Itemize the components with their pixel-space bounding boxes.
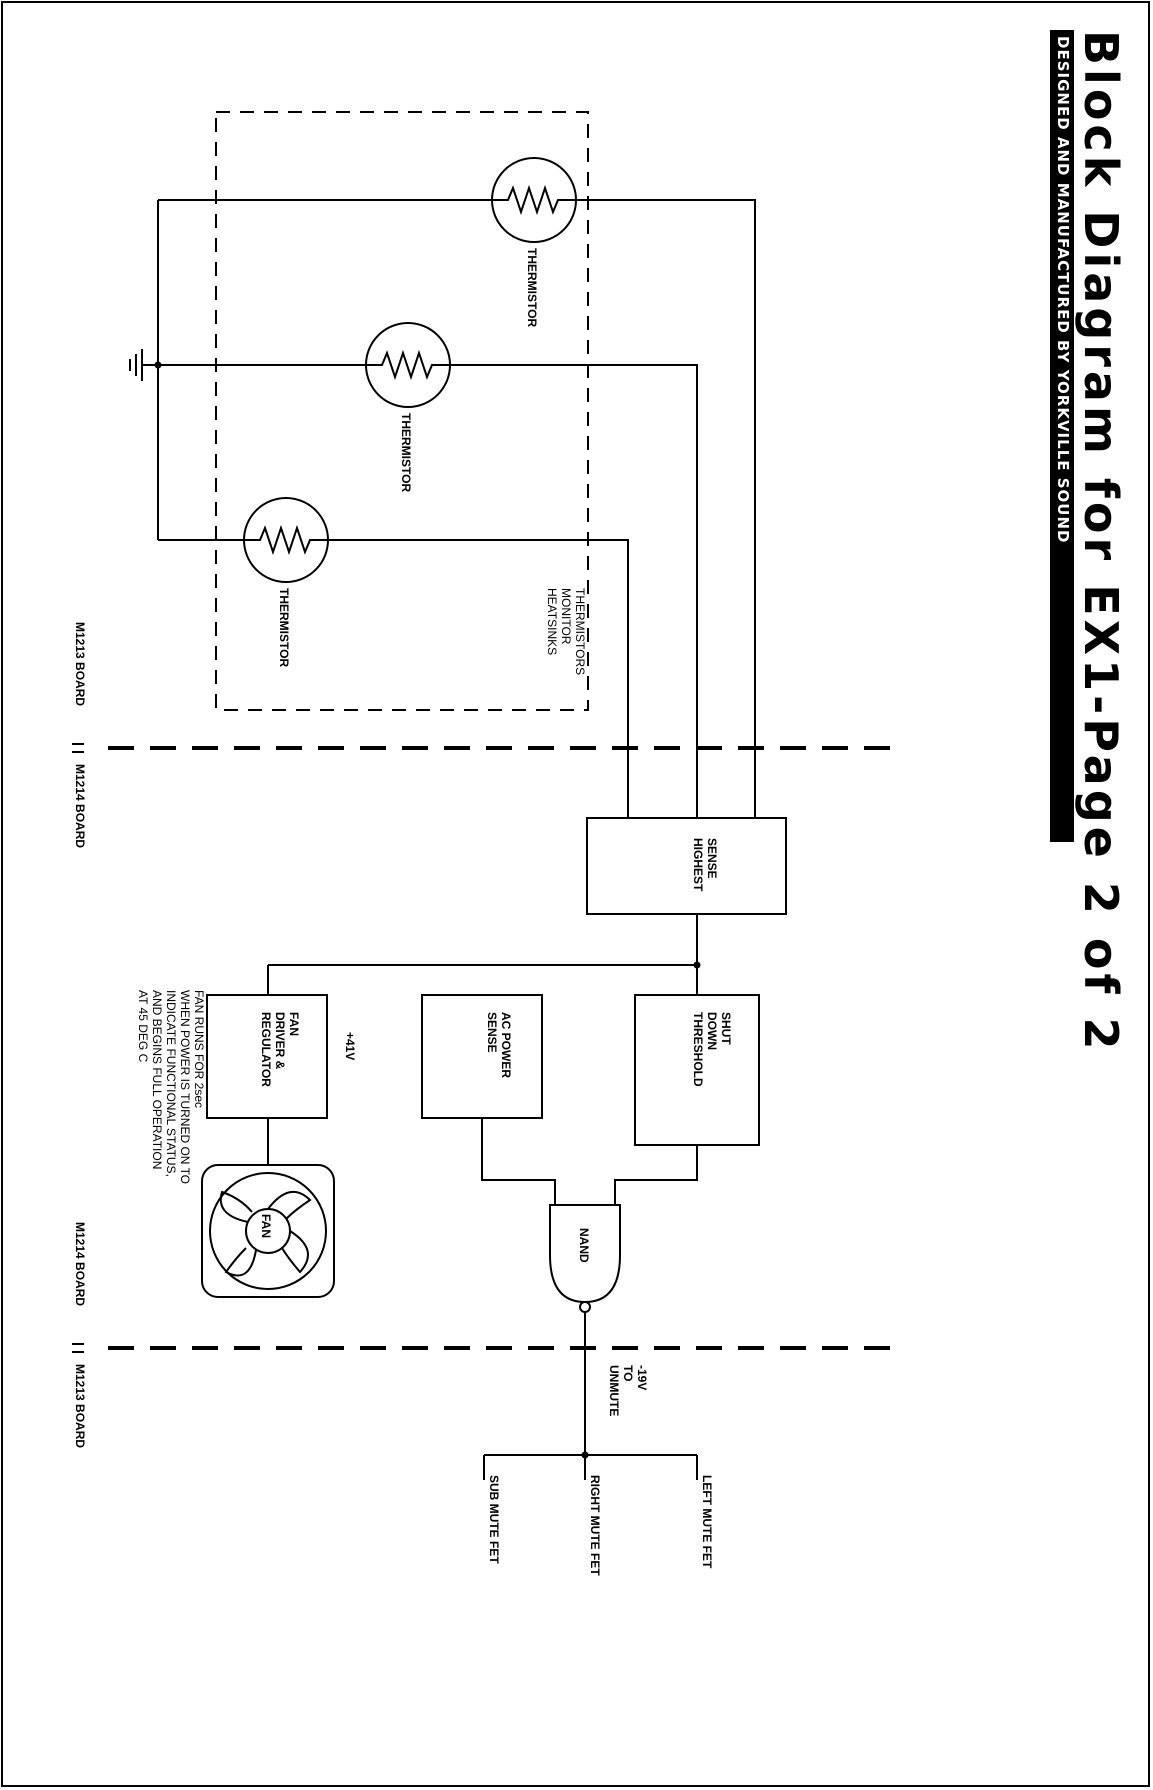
subtitle-bar <box>1050 30 1074 842</box>
thermistors-note: THERMISTORS MONITOR HEATSINKS <box>545 588 587 675</box>
svg-text:DOWN: DOWN <box>705 1012 719 1050</box>
diagram-subtitle: DESIGNED AND MANUFACTURED BY YORKVILLE S… <box>1054 36 1072 543</box>
svg-text:FAN RUNS FOR 2sec: FAN RUNS FOR 2sec <box>192 990 206 1108</box>
fan-driver-block <box>206 994 328 1119</box>
nand-label: NAND <box>577 1228 591 1263</box>
minus19v-label: -19V <box>635 1365 649 1390</box>
fan-driver-label: FAN <box>287 1012 301 1036</box>
svg-text:WHEN POWER IS TURNED ON TO: WHEN POWER IS TURNED ON TO <box>178 990 192 1184</box>
ground-icon <box>129 349 158 381</box>
right-mute-fet-label: RIGHT MUTE FET <box>588 1475 602 1576</box>
svg-text:REGULATOR: REGULATOR <box>259 1012 273 1087</box>
svg-text:UNMUTE: UNMUTE <box>607 1365 621 1416</box>
svg-text:SENSE: SENSE <box>485 1012 499 1053</box>
junction-dot <box>154 361 162 369</box>
svg-text:MONITOR: MONITOR <box>559 588 573 645</box>
board-label-m1214-upper: M1214 BOARD <box>73 764 87 848</box>
fan-note: FAN RUNS FOR 2sec WHEN POWER IS TURNED O… <box>136 990 206 1184</box>
shut-down-threshold-label: SHUT <box>719 1012 733 1045</box>
junction-dot <box>693 961 701 969</box>
shut-down-threshold-block <box>634 994 760 1146</box>
heatsink-enclosure <box>215 111 589 711</box>
fan-icon <box>201 1164 335 1298</box>
thermistor-label: THERMISTOR <box>525 248 539 327</box>
left-mute-fet-label: LEFT MUTE FET <box>700 1475 714 1569</box>
ac-power-sense-label: AC POWER <box>499 1012 513 1078</box>
svg-text:THRESHOLD: THRESHOLD <box>691 1012 705 1087</box>
nand-gate <box>549 1204 621 1313</box>
thermistor-label: THERMISTOR <box>399 413 413 492</box>
board-label-m1213-top: M1213 BOARD <box>73 622 87 706</box>
fan-label: FAN <box>259 1214 273 1238</box>
diagram-title: Block Diagram for EX1-Page 2 of 2 <box>1074 30 1128 1054</box>
svg-text:TO: TO <box>621 1365 635 1381</box>
thermistor-label: THERMISTOR <box>277 588 291 667</box>
thermistor-icon <box>365 322 451 408</box>
thermistor-icon <box>491 157 577 243</box>
svg-text:THERMISTORS: THERMISTORS <box>573 588 587 675</box>
plus41v-label: +41V <box>343 1032 357 1060</box>
sense-highest-block <box>586 817 787 915</box>
svg-text:AND BEGINS FULL OPERATION: AND BEGINS FULL OPERATION <box>150 990 164 1169</box>
thermistor-icon <box>243 497 329 583</box>
svg-text:DRIVER &: DRIVER & <box>273 1012 287 1070</box>
svg-text:HEATSINKS: HEATSINKS <box>545 588 559 655</box>
svg-text:HIGHEST: HIGHEST <box>691 838 705 892</box>
board-label-m1214-lower: M1214 BOARD <box>73 1222 87 1306</box>
sense-highest-label: SENSE <box>705 838 719 879</box>
sub-mute-fet-label: SUB MUTE FET <box>487 1475 501 1564</box>
wiring <box>157 199 756 1480</box>
board-label-m1213-bottom: M1213 BOARD <box>73 1364 87 1448</box>
ac-power-sense-block <box>421 994 543 1119</box>
svg-text:INDICATE FUNCTIONAL STATUS,: INDICATE FUNCTIONAL STATUS, <box>164 990 178 1177</box>
junction-dot <box>581 1451 589 1459</box>
svg-text:AT 45 DEG C: AT 45 DEG C <box>136 990 150 1063</box>
